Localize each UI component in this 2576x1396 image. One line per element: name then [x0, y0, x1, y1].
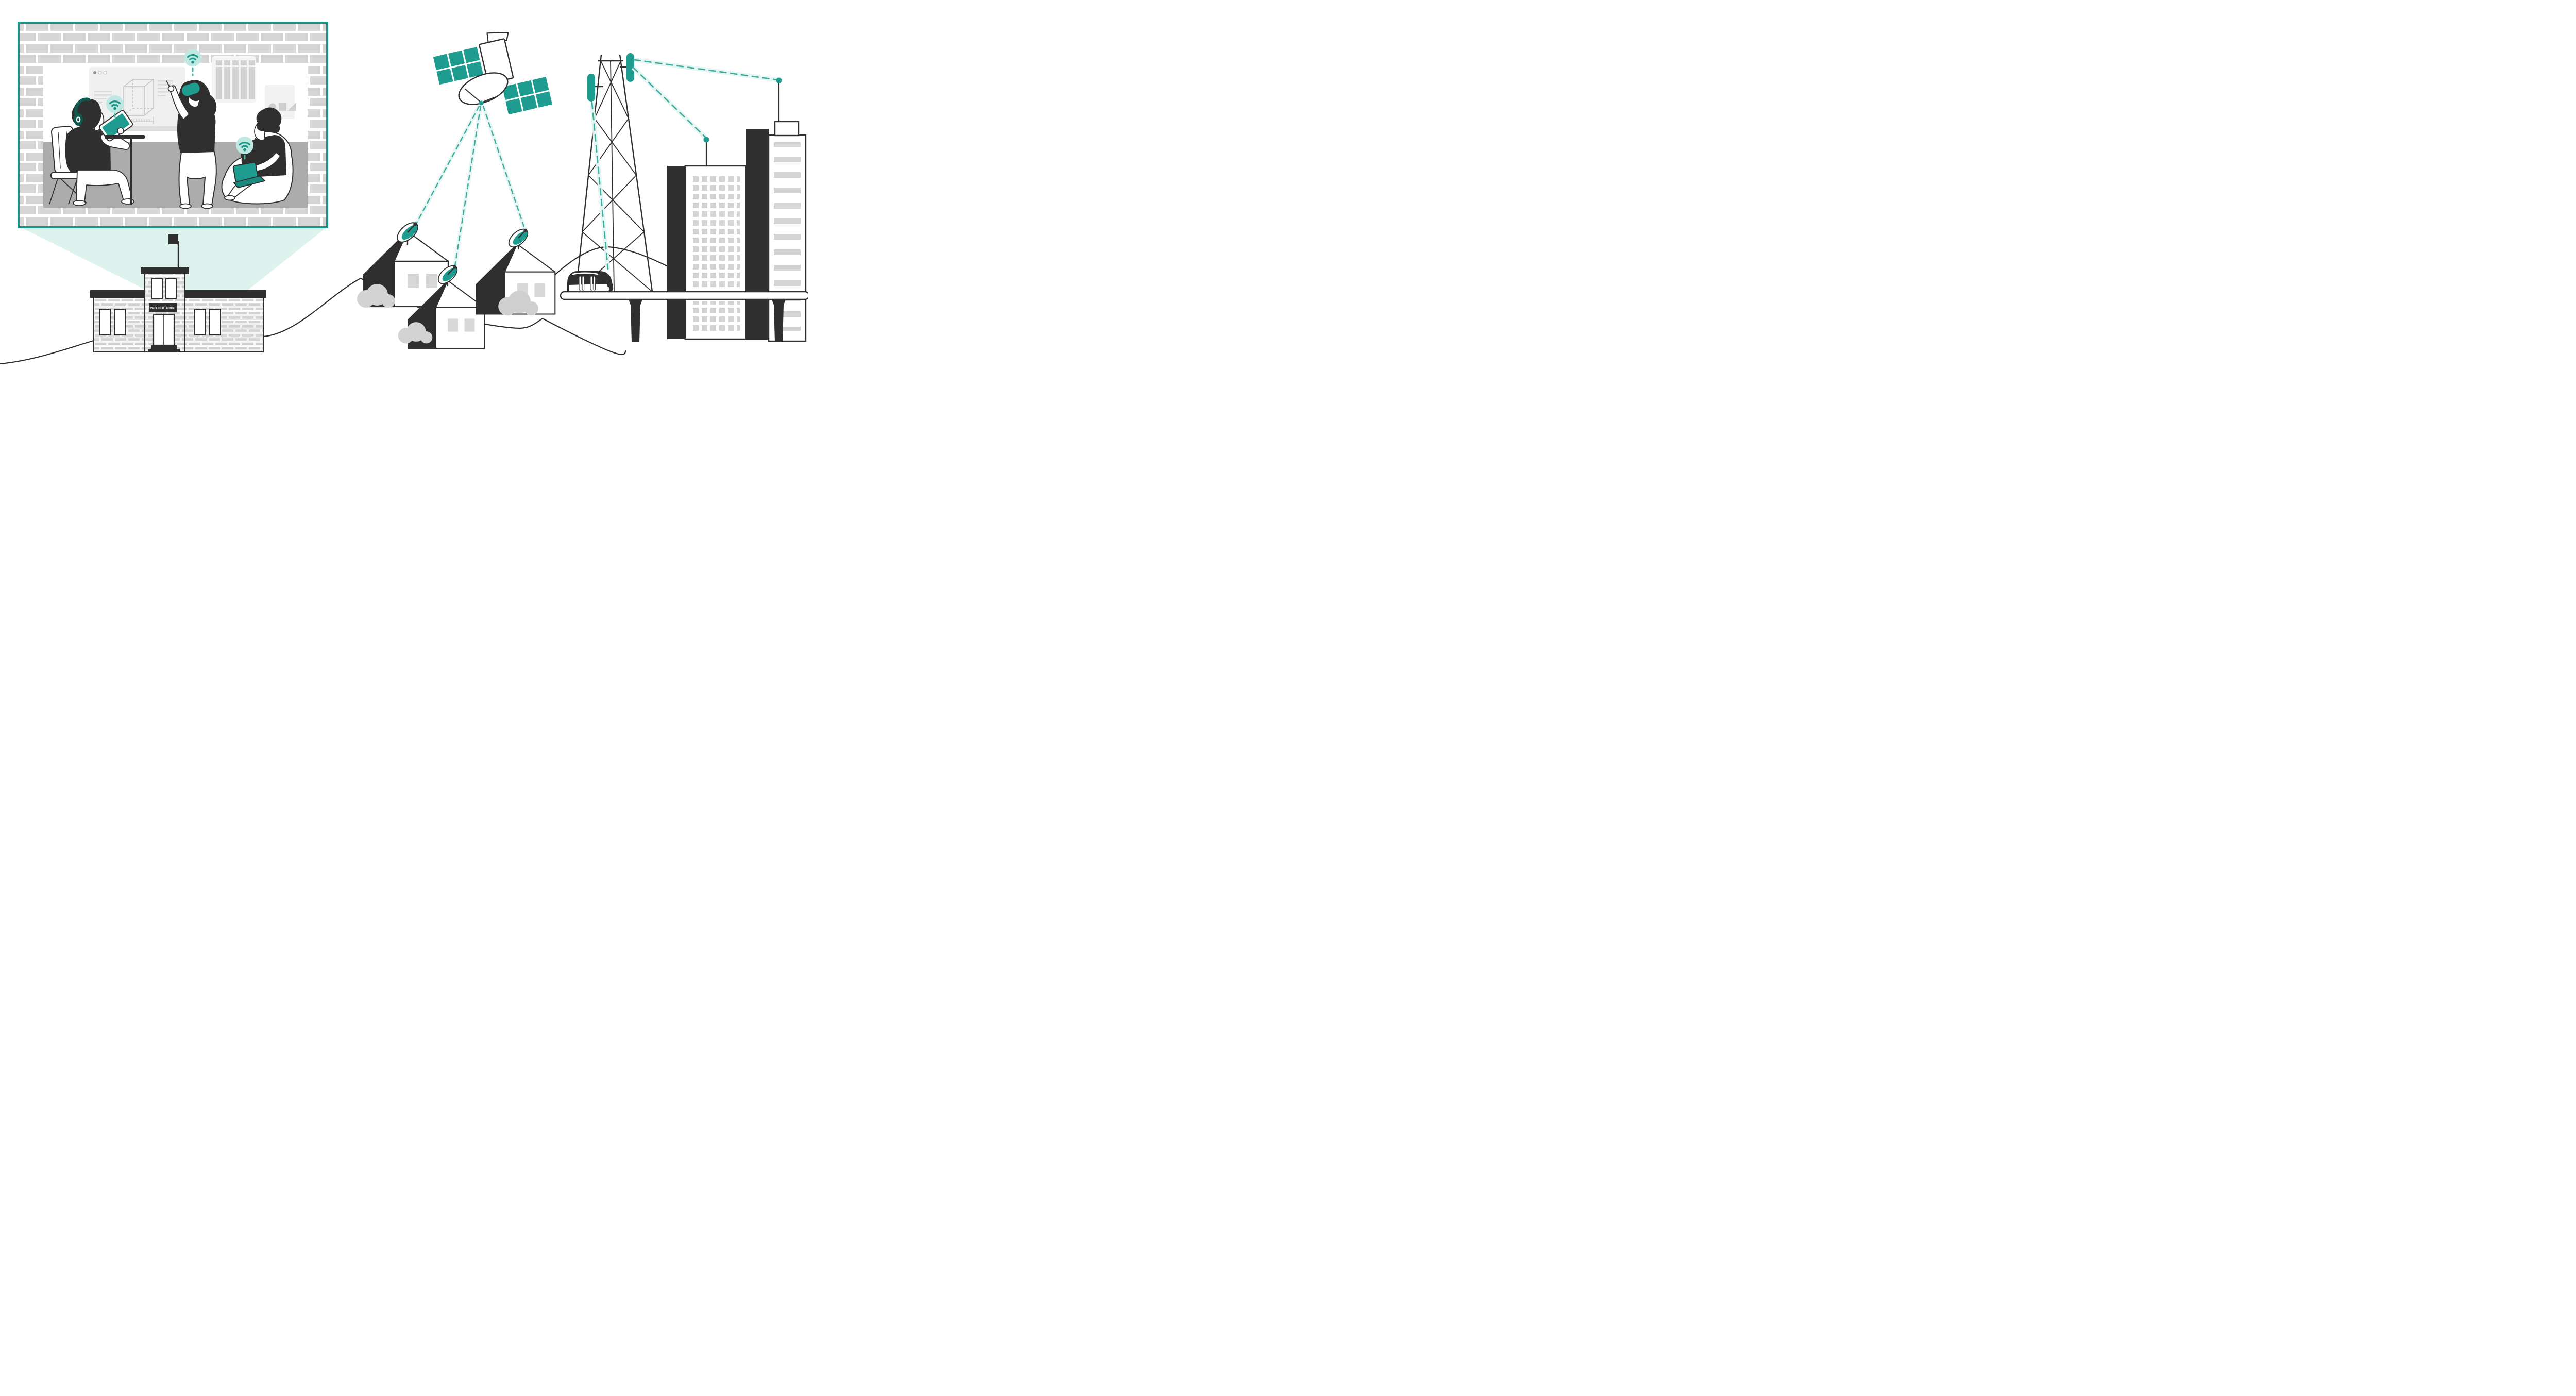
girl-shoe	[201, 203, 213, 209]
satellite-feed-dot	[479, 100, 484, 106]
back-dark-tower	[746, 129, 769, 340]
mid-building	[667, 137, 747, 340]
school-sign-text: PARK HIGH SCHOOL	[150, 307, 175, 310]
student1-shoe	[73, 200, 86, 206]
satellite-downlinks	[414, 105, 527, 267]
vr-headset-icon	[181, 81, 201, 97]
link-to-right-tower	[633, 59, 779, 81]
connection-dot	[703, 137, 709, 143]
connection-dot	[776, 77, 782, 83]
student1-shoe	[121, 198, 134, 205]
elevated-track	[560, 291, 808, 300]
illustration-canvas: PARK HIGH SCHOOL	[0, 0, 808, 404]
laptop-icon	[232, 162, 266, 189]
train-belly	[569, 284, 609, 291]
student-with-vr-headset	[166, 48, 217, 209]
radiator	[212, 56, 256, 103]
projection-beam	[21, 227, 327, 294]
satellite-dish	[458, 72, 509, 106]
school-left-roof	[90, 290, 148, 298]
flag-icon	[168, 234, 178, 244]
boy-shoe	[224, 195, 235, 201]
train-headlight	[606, 287, 609, 290]
girl-pants	[178, 150, 217, 206]
antenna-icon	[626, 53, 634, 82]
girl-torso	[177, 107, 216, 155]
boy-hair	[256, 107, 282, 133]
school-right-roof	[181, 290, 266, 298]
girl-shoe	[179, 203, 192, 209]
school-main-roof	[141, 267, 189, 274]
board-text-lines	[94, 80, 173, 103]
city-buildings	[667, 77, 807, 342]
downlink-house3	[482, 105, 526, 231]
wifi-badge	[105, 94, 125, 114]
school-door	[148, 313, 180, 352]
classroom-inset	[18, 22, 328, 228]
girl-hand	[167, 85, 175, 92]
monorail-train	[567, 271, 614, 292]
student-with-laptop	[221, 107, 294, 205]
house-3	[476, 225, 556, 316]
train-roof-highlight	[572, 272, 599, 275]
square-shape-icon	[279, 103, 286, 111]
downlink-house2	[454, 105, 482, 267]
school-building: PARK HIGH SCHOOL	[90, 234, 266, 352]
headphones-icon	[74, 97, 90, 117]
satellite-solar-panel-right	[502, 77, 552, 115]
link-to-train	[591, 102, 609, 270]
penthouse	[774, 121, 800, 137]
downlink-house1	[415, 105, 480, 225]
track-pillar	[629, 299, 642, 342]
student1-torso	[65, 127, 111, 173]
train-doors	[579, 276, 596, 291]
window-dot-icon	[93, 71, 96, 74]
wifi-badge	[183, 48, 202, 68]
school-windows	[99, 278, 221, 335]
wifi-badge	[235, 136, 255, 155]
student-with-tablet	[49, 97, 134, 206]
tablet	[98, 110, 133, 142]
girl-finger	[166, 80, 170, 87]
track-pillar	[772, 299, 786, 342]
tower-links	[589, 57, 779, 270]
window-dot-icon	[103, 71, 107, 75]
girl-face	[188, 94, 201, 108]
satellite-dish-icon	[505, 225, 532, 251]
window-dot-icon	[98, 71, 102, 75]
headphone-cup	[74, 113, 83, 126]
school-sign	[149, 303, 177, 312]
cell-tower	[575, 53, 653, 292]
link-to-mid-building	[632, 66, 707, 139]
satellite	[414, 32, 552, 267]
antenna-icon	[587, 74, 595, 102]
student1-legs	[76, 170, 132, 203]
classroom-desk	[105, 135, 145, 205]
student1-hand	[117, 127, 124, 134]
triangle-shape-icon	[287, 103, 296, 111]
